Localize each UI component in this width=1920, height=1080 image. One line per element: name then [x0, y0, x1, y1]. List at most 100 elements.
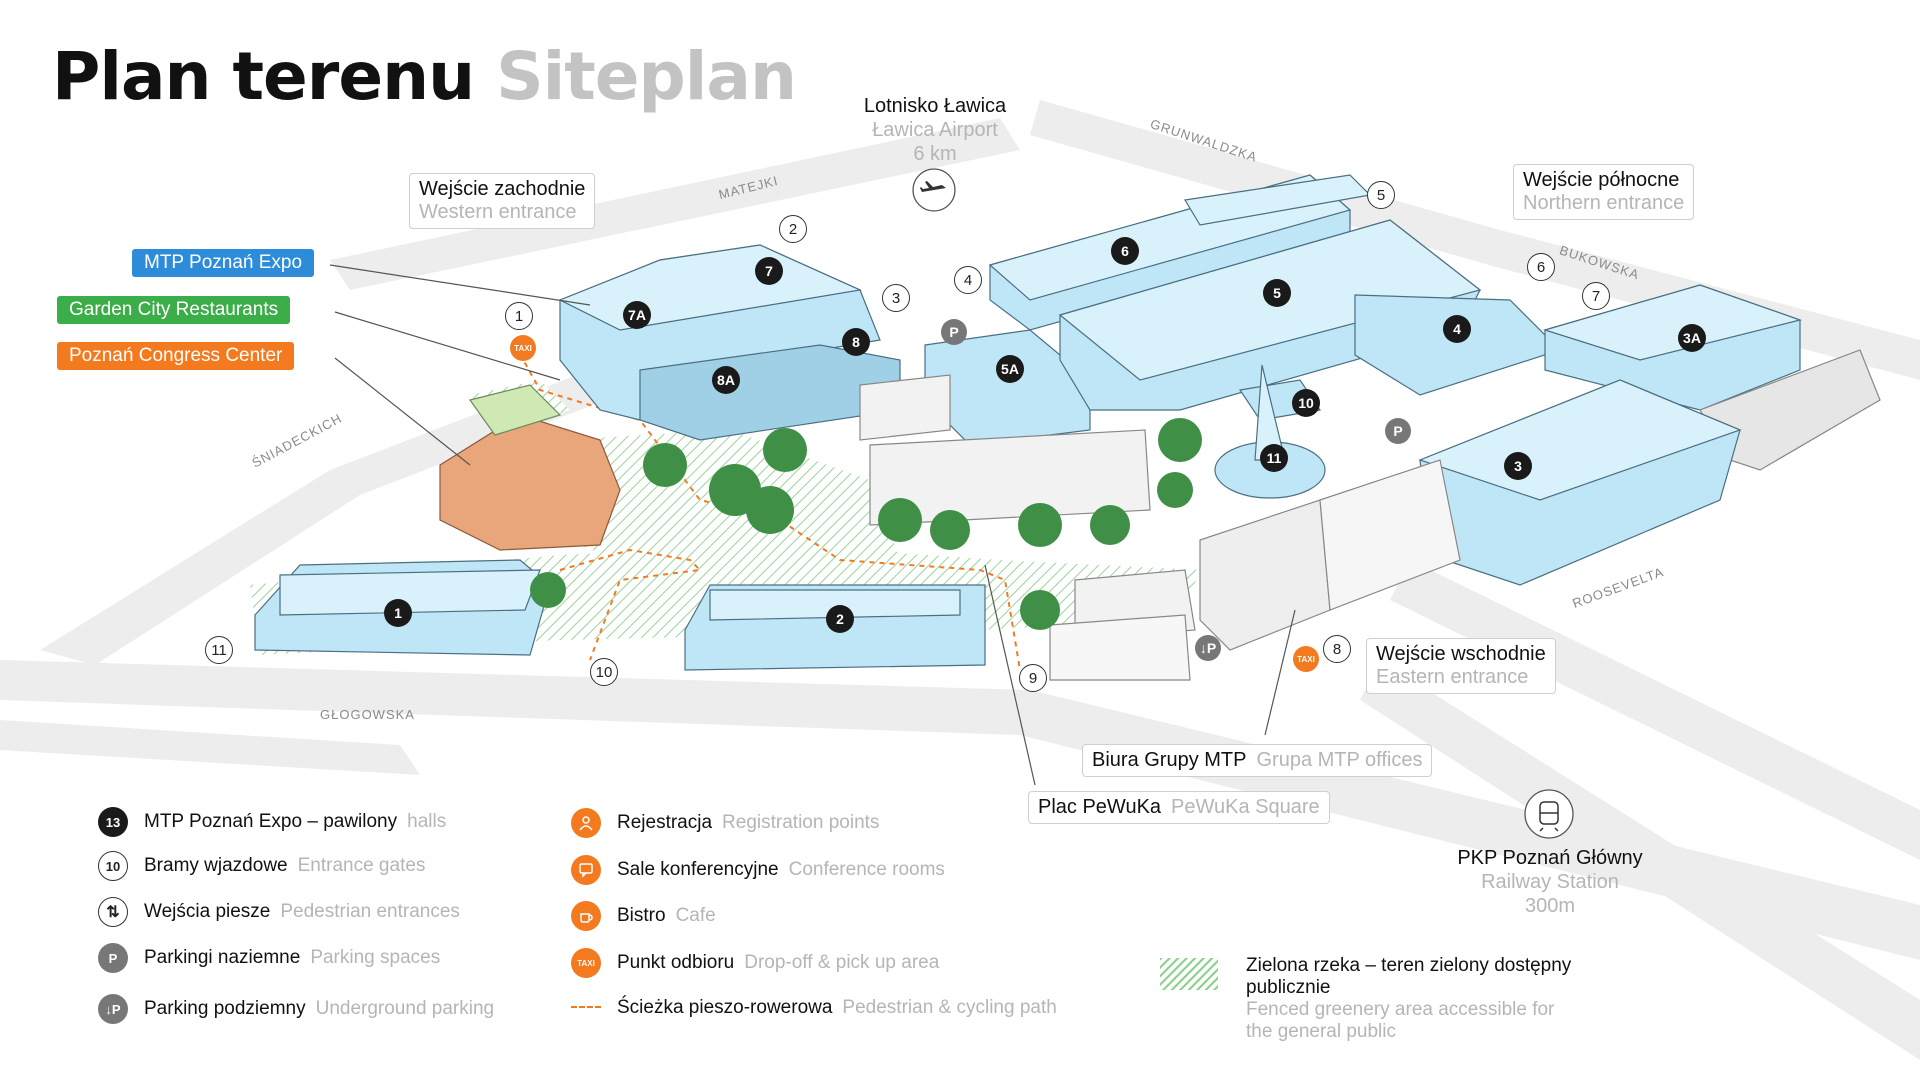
offices-pl: Biura Grupy MTP — [1092, 749, 1247, 771]
taxi-icon: TAXI — [571, 948, 601, 978]
gate-marker-2[interactable]: 2 — [779, 215, 807, 243]
gate-marker-1[interactable]: 1 — [505, 302, 533, 330]
hall-marker-2[interactable]: 2 — [826, 605, 854, 633]
title-pl: Plan terenu — [52, 38, 475, 115]
legend-taxi: TAXI Punkt odbioru Drop-off & pick up are… — [571, 948, 939, 978]
hall-marker-5a[interactable]: 5A — [996, 355, 1024, 383]
gate-marker-10[interactable]: 10 — [590, 658, 618, 686]
legend-hall-marker: 13 — [98, 807, 128, 837]
train-icon — [1524, 789, 1574, 839]
western-en: Western entrance — [419, 201, 577, 223]
legend-bistro-en: Cafe — [675, 905, 716, 926]
offices-en: Grupa MTP offices — [1256, 749, 1423, 771]
parking-marker[interactable]: P — [941, 319, 967, 345]
legend-underground-pl: Parking podziemny — [144, 998, 306, 1019]
legend-green-en: Fenced greenery area accessible for the … — [1246, 999, 1555, 1042]
hall-marker-11[interactable]: 11 — [1260, 444, 1288, 472]
legend-halls-pl: MTP Poznań Expo – pawilony — [144, 811, 398, 832]
gate-marker-5[interactable]: 5 — [1367, 181, 1395, 209]
plane-icon — [912, 168, 956, 212]
hall-marker-7[interactable]: 7 — [755, 257, 783, 285]
legend-gates-en: Entrance gates — [297, 855, 426, 876]
legend-green: Zielona rzeka – teren zielony dostępny p… — [1246, 955, 1606, 1043]
hall-marker-6[interactable]: 6 — [1111, 237, 1139, 265]
pedestrian-icon: ⇅ — [98, 897, 128, 927]
station-label: PKP Poznań Główny Railway Station 300m — [1450, 846, 1650, 918]
station-pl: PKP Poznań Główny — [1457, 847, 1643, 869]
legend-gate-marker: 10 — [98, 851, 128, 881]
airport-dist: 6 km — [913, 143, 957, 165]
gate-marker-8[interactable]: 8 — [1323, 635, 1351, 663]
legend-taxi-en: Drop-off & pick up area — [744, 952, 940, 973]
legend-conference-en: Conference rooms — [788, 859, 945, 880]
legend-gates-pl: Bramy wjazdowe — [144, 855, 288, 876]
legend-parking: P Parkingi naziemne Parking spaces — [98, 943, 440, 973]
airport-label: Lotnisko Ławica Ławica Airport 6 km — [860, 94, 1010, 166]
callout-offices: Biura Grupy MTP Grupa MTP offices — [1082, 744, 1433, 777]
legend-pedestrian-pl: Wejścia piesze — [144, 901, 271, 922]
hall-marker-7a[interactable]: 7A — [623, 301, 651, 329]
trees — [530, 418, 1202, 630]
legend-underground-en: Underground parking — [315, 998, 495, 1019]
hall-marker-3[interactable]: 3 — [1504, 452, 1532, 480]
dashed-line-icon — [571, 1006, 601, 1010]
underground-parking-marker[interactable]: ↓P — [1195, 635, 1221, 661]
hall-marker-3a[interactable]: 3A — [1678, 324, 1706, 352]
hall-marker-10[interactable]: 10 — [1292, 389, 1320, 417]
green-swatch — [1160, 958, 1218, 990]
legend-green-pl: Zielona rzeka – teren zielony dostępny p… — [1246, 955, 1572, 998]
taxi-marker[interactable]: TAXI — [1293, 646, 1319, 672]
legend-halls-en: halls — [407, 811, 447, 832]
tag-congress[interactable]: Poznań Congress Center — [57, 342, 295, 370]
legend-registration-pl: Rejestracja — [617, 812, 713, 833]
hall-marker-4[interactable]: 4 — [1443, 315, 1471, 343]
hall-marker-1[interactable]: 1 — [384, 599, 412, 627]
speech-icon — [571, 855, 601, 885]
leader-lines — [329, 264, 1296, 786]
legend-registration: Rejestracja Registration points — [571, 808, 879, 838]
legend-underground: ↓P Parking podziemny Underground parking — [98, 994, 494, 1024]
airport-pl: Lotnisko Ławica — [863, 95, 1007, 117]
callout-western: Wejście zachodnie Western entrance — [409, 173, 596, 229]
legend-path-pl: Ścieżka pieszo-rowerowa — [617, 997, 833, 1018]
cycling-path-west — [559, 548, 703, 661]
person-icon — [571, 808, 601, 838]
eastern-en: Eastern entrance — [1376, 666, 1529, 688]
gate-marker-3[interactable]: 3 — [882, 284, 910, 312]
gate-marker-7[interactable]: 7 — [1582, 282, 1610, 310]
title-en: Siteplan — [496, 38, 797, 115]
northern-pl: Wejście północne — [1523, 169, 1680, 191]
gate-marker-6[interactable]: 6 — [1527, 253, 1555, 281]
gate-marker-11[interactable]: 11 — [205, 636, 233, 664]
tag-garden[interactable]: Garden City Restaurants — [57, 296, 291, 324]
station-en: Railway Station — [1481, 871, 1619, 893]
legend-halls: 13 MTP Poznań Expo – pawilony halls — [98, 807, 446, 837]
legend-parking-pl: Parkingi naziemne — [144, 947, 301, 968]
legend-gates: 10 Bramy wjazdowe Entrance gates — [98, 851, 425, 881]
halls-group — [254, 174, 1881, 681]
hall-marker-8a[interactable]: 8A — [712, 366, 740, 394]
hall-marker-5[interactable]: 5 — [1263, 279, 1291, 307]
tag-expo[interactable]: MTP Poznań Expo — [132, 249, 315, 277]
parking-icon: P — [98, 943, 128, 973]
callout-eastern: Wejście wschodnie Eastern entrance — [1366, 638, 1556, 694]
station-dist: 300m — [1524, 895, 1576, 917]
legend-registration-en: Registration points — [722, 812, 880, 833]
gate-marker-9[interactable]: 9 — [1019, 664, 1047, 692]
gate-marker-4[interactable]: 4 — [954, 266, 982, 294]
parking-marker[interactable]: P — [1385, 418, 1411, 444]
legend-taxi-pl: Punkt odbioru — [617, 952, 735, 973]
northern-en: Northern entrance — [1523, 192, 1685, 214]
hall-marker-8[interactable]: 8 — [842, 328, 870, 356]
taxi-marker[interactable]: TAXI — [510, 335, 536, 361]
eastern-pl: Wejście wschodnie — [1376, 643, 1546, 665]
underground-parking-icon: ↓P — [98, 994, 128, 1024]
square-en: PeWuKa Square — [1171, 796, 1320, 818]
callout-northern: Wejście północne Northern entrance — [1513, 164, 1695, 220]
page-title: Plan terenu Siteplan — [52, 38, 797, 115]
legend-parking-en: Parking spaces — [310, 947, 441, 968]
